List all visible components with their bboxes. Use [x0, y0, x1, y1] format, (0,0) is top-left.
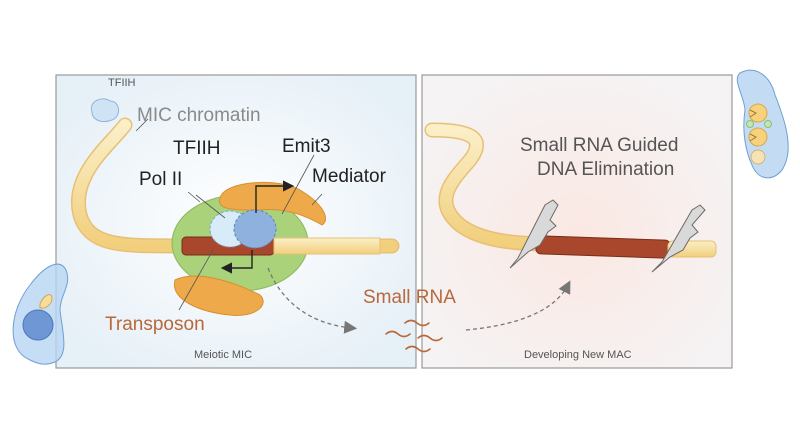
emit3-label: Emit3 [282, 136, 331, 157]
pol-ii-label: Pol II [139, 169, 182, 190]
tfiih-label: TFIIH [173, 138, 221, 159]
right-title-line2: DNA Elimination [537, 159, 674, 180]
tfiih-small-label: TFIIH [108, 77, 136, 89]
mediator-top [219, 181, 326, 226]
right-panel-caption: Developing New MAC [524, 349, 632, 361]
left-panel-caption: Meiotic MIC [194, 349, 252, 361]
blade-left-icon [509, 199, 559, 269]
mediator-bottom [174, 275, 264, 316]
mediator-label: Mediator [312, 166, 387, 187]
cell-right-icon [736, 69, 789, 179]
blade-right-icon [651, 204, 706, 273]
mic-chromatin-label: MIC chromatin [137, 105, 261, 126]
emit3-protein [233, 209, 277, 249]
small-rna-squiggles [385, 319, 443, 353]
guide-arrow [465, 280, 571, 331]
cell-left-icon [12, 263, 69, 365]
tfiih-free-blob [90, 98, 119, 123]
small-rna-label: Small RNA [363, 287, 456, 308]
right-panel [421, 74, 733, 369]
export-arrow [267, 267, 358, 334]
forward-transcription-arrow [255, 180, 295, 213]
transposon-label: Transposon [105, 314, 205, 335]
right-title-line1: Small RNA Guided [520, 135, 678, 156]
reverse-transcription-arrow [220, 250, 253, 274]
